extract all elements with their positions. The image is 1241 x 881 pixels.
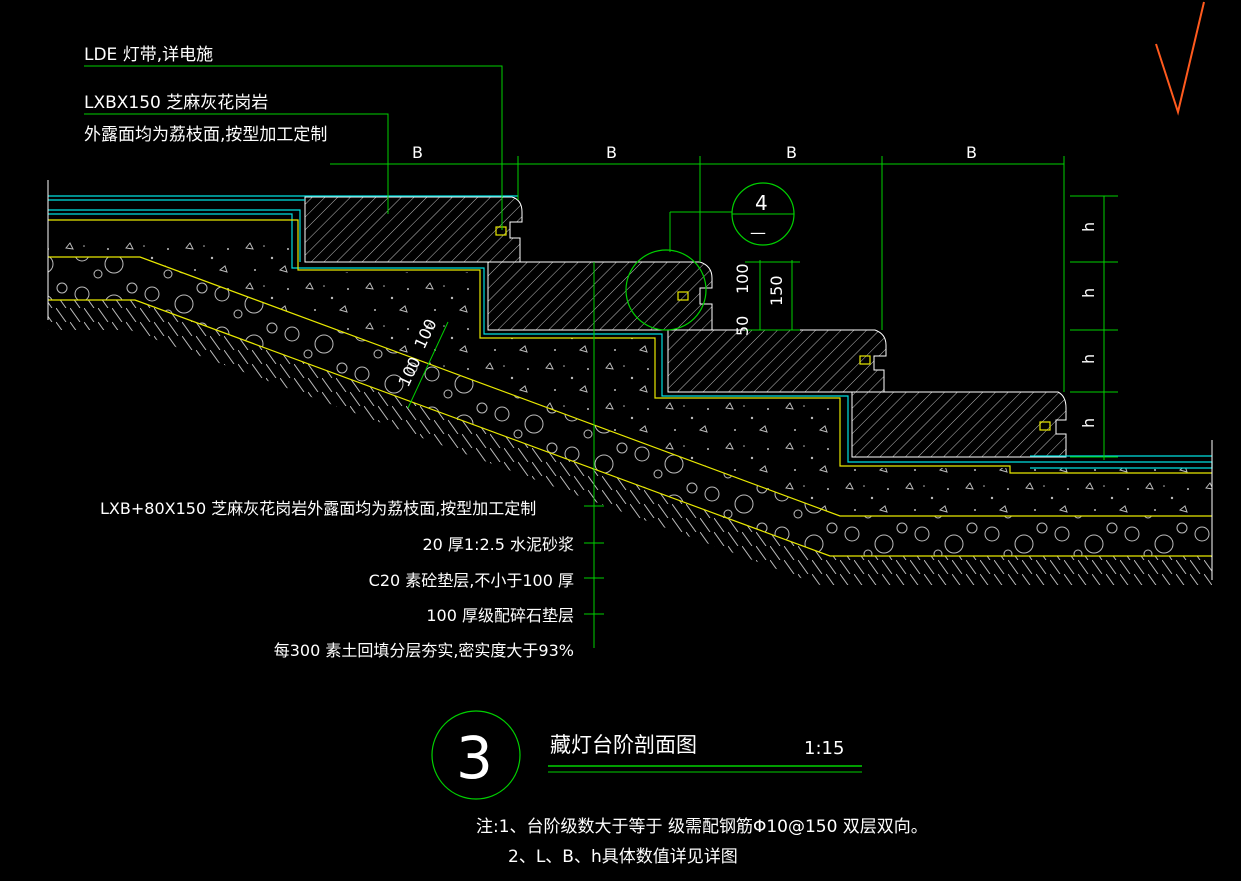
note-2: 2、L、B、h具体数值详见详图 <box>508 847 738 867</box>
title-number: 3 <box>456 724 493 792</box>
layer-leader <box>584 262 604 648</box>
layer-1: LXB+80X150 芝麻灰花岗岩外露面均为荔枝面,按型加工定制 <box>100 499 536 518</box>
detail-bubble-number: 4 <box>755 191 768 215</box>
title-name: 藏灯台阶剖面图 <box>550 733 697 757</box>
dim-b-1: B <box>412 143 423 162</box>
dim-h-2: h <box>1079 288 1098 298</box>
layer-4: 100 厚级配碎石垫层 <box>426 606 574 625</box>
ground-hatch-line <box>47 180 1213 580</box>
detail-circle <box>625 249 707 331</box>
note-1: 注:1、台阶级数大于等于 级需配钢筋Φ10@150 双层双向。 <box>476 817 928 837</box>
label-finish: 外露面均为荔枝面,按型加工定制 <box>84 125 327 145</box>
layer-3: C20 素砼垫层,不小于100 厚 <box>369 571 574 590</box>
dim-h-4: h <box>1079 418 1098 428</box>
layer-lines <box>48 219 1212 557</box>
dim-50: 50 <box>733 316 752 336</box>
dim-h-3: h <box>1079 354 1098 364</box>
dim-b-4: B <box>966 143 977 162</box>
dimension-b-row <box>330 156 1065 392</box>
label-lde: LDE 灯带,详电施 <box>84 45 213 65</box>
detail-bubble-sheet: — <box>750 223 766 242</box>
dim-100: 100 <box>733 263 752 294</box>
detail-dims <box>745 260 800 331</box>
granite-steps <box>304 196 1067 458</box>
dimension-h-column <box>1070 195 1118 460</box>
layer-5: 每300 素土回填分层夯实,密实度大于93% <box>274 641 574 660</box>
label-lxbx: LXBX150 芝麻灰花岗岩 <box>84 93 268 113</box>
title-scale: 1:15 <box>804 738 844 759</box>
slope-dims <box>407 321 449 409</box>
title-circle <box>431 710 521 800</box>
check-mark <box>1155 1 1205 116</box>
dim-b-2: B <box>606 143 617 162</box>
layer-2: 20 厚1:2.5 水泥砂浆 <box>422 535 574 554</box>
top-leaders <box>84 65 503 230</box>
dim-h-1: h <box>1079 222 1098 232</box>
dim-150: 150 <box>767 275 786 306</box>
dim-b-3: B <box>786 143 797 162</box>
